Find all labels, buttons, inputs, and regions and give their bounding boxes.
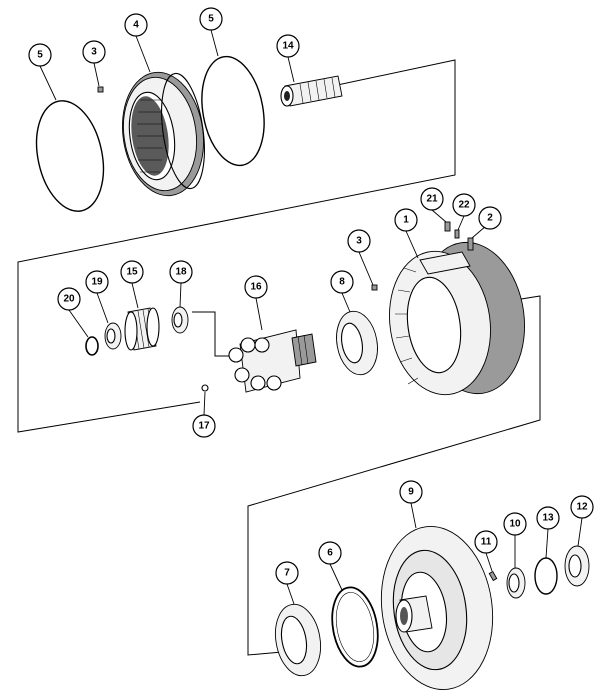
svg-text:18: 18: [175, 267, 187, 278]
hub-flange: [380, 525, 494, 691]
callout-16: 16: [244, 275, 268, 299]
end-seal-12: [564, 545, 590, 587]
svg-text:6: 6: [327, 548, 333, 559]
callout-12: 12: [570, 495, 594, 519]
svg-text:15: 15: [126, 267, 138, 278]
svg-text:11: 11: [481, 537, 492, 548]
callout-17: 17: [192, 414, 216, 438]
callout-2: 2: [478, 206, 502, 230]
svg-text:3: 3: [356, 236, 362, 247]
svg-text:10: 10: [509, 519, 521, 530]
callout-8: 8: [330, 270, 354, 294]
pin-11: [488, 570, 498, 582]
o-ring-left: [35, 100, 105, 212]
callout-6: 6: [318, 541, 342, 565]
callout-5-left: 5: [28, 43, 52, 67]
callout-3-top: 3: [82, 40, 106, 64]
svg-text:9: 9: [408, 487, 414, 498]
callout-4: 4: [124, 13, 148, 37]
callout-19: 19: [85, 270, 109, 294]
screw-2: [467, 237, 474, 251]
seal-ring-8: [336, 310, 378, 376]
o-ring-right: [201, 55, 265, 167]
svg-text:5: 5: [208, 14, 214, 25]
svg-text:4: 4: [133, 20, 139, 31]
disc-pack: [122, 71, 205, 197]
callout-5-right: 5: [199, 7, 223, 31]
callout-10: 10: [503, 512, 527, 536]
middle-assembly-frame: [247, 295, 541, 656]
small-ring: [85, 336, 99, 356]
plug-17: [201, 384, 209, 392]
callout-15: 15: [120, 260, 144, 284]
callout-22: 22: [452, 193, 476, 217]
svg-text:21: 21: [426, 194, 438, 205]
svg-text:3: 3: [91, 47, 97, 58]
svg-text:1: 1: [403, 215, 409, 226]
callout-20: 20: [57, 287, 81, 311]
shaft-link-line: [192, 311, 236, 357]
svg-text:13: 13: [542, 513, 554, 524]
large-o-ring-6: [331, 586, 379, 668]
bolt-21: [444, 221, 451, 232]
ring-gear-housing: [389, 241, 526, 396]
svg-text:8: 8: [339, 277, 345, 288]
svg-text:20: 20: [63, 294, 75, 305]
screw-22: [454, 229, 460, 239]
svg-text:14: 14: [282, 41, 294, 52]
svg-text:2: 2: [487, 213, 493, 224]
bearing-19: [104, 322, 122, 350]
snap-ring-13: [534, 557, 558, 595]
svg-text:12: 12: [576, 502, 588, 513]
svg-text:16: 16: [250, 282, 262, 293]
callout-21: 21: [420, 187, 444, 211]
callout-1: 1: [394, 208, 418, 232]
svg-text:7: 7: [284, 568, 290, 579]
callout-9: 9: [399, 480, 423, 504]
pin-top: [97, 86, 104, 93]
svg-text:5: 5: [37, 50, 43, 61]
planet-carrier: [228, 329, 317, 393]
upper-assembly-frame: [17, 59, 456, 433]
leader-lines: [39, 29, 583, 605]
callout-14: 14: [276, 34, 300, 58]
pin-middle: [371, 284, 378, 291]
callout-18: 18: [169, 260, 193, 284]
planet-gear: [124, 307, 160, 351]
outer-seal-7: [275, 603, 321, 677]
svg-text:22: 22: [458, 200, 470, 211]
callout-7: 7: [275, 561, 299, 585]
bearing-18: [171, 306, 189, 334]
nut-10: [506, 567, 526, 599]
splined-shaft: [280, 75, 343, 107]
callout-13: 13: [536, 506, 560, 530]
callout-11: 11: [474, 530, 498, 554]
callout-3-middle: 3: [347, 229, 371, 253]
svg-text:19: 19: [91, 277, 103, 288]
svg-text:17: 17: [198, 421, 210, 432]
